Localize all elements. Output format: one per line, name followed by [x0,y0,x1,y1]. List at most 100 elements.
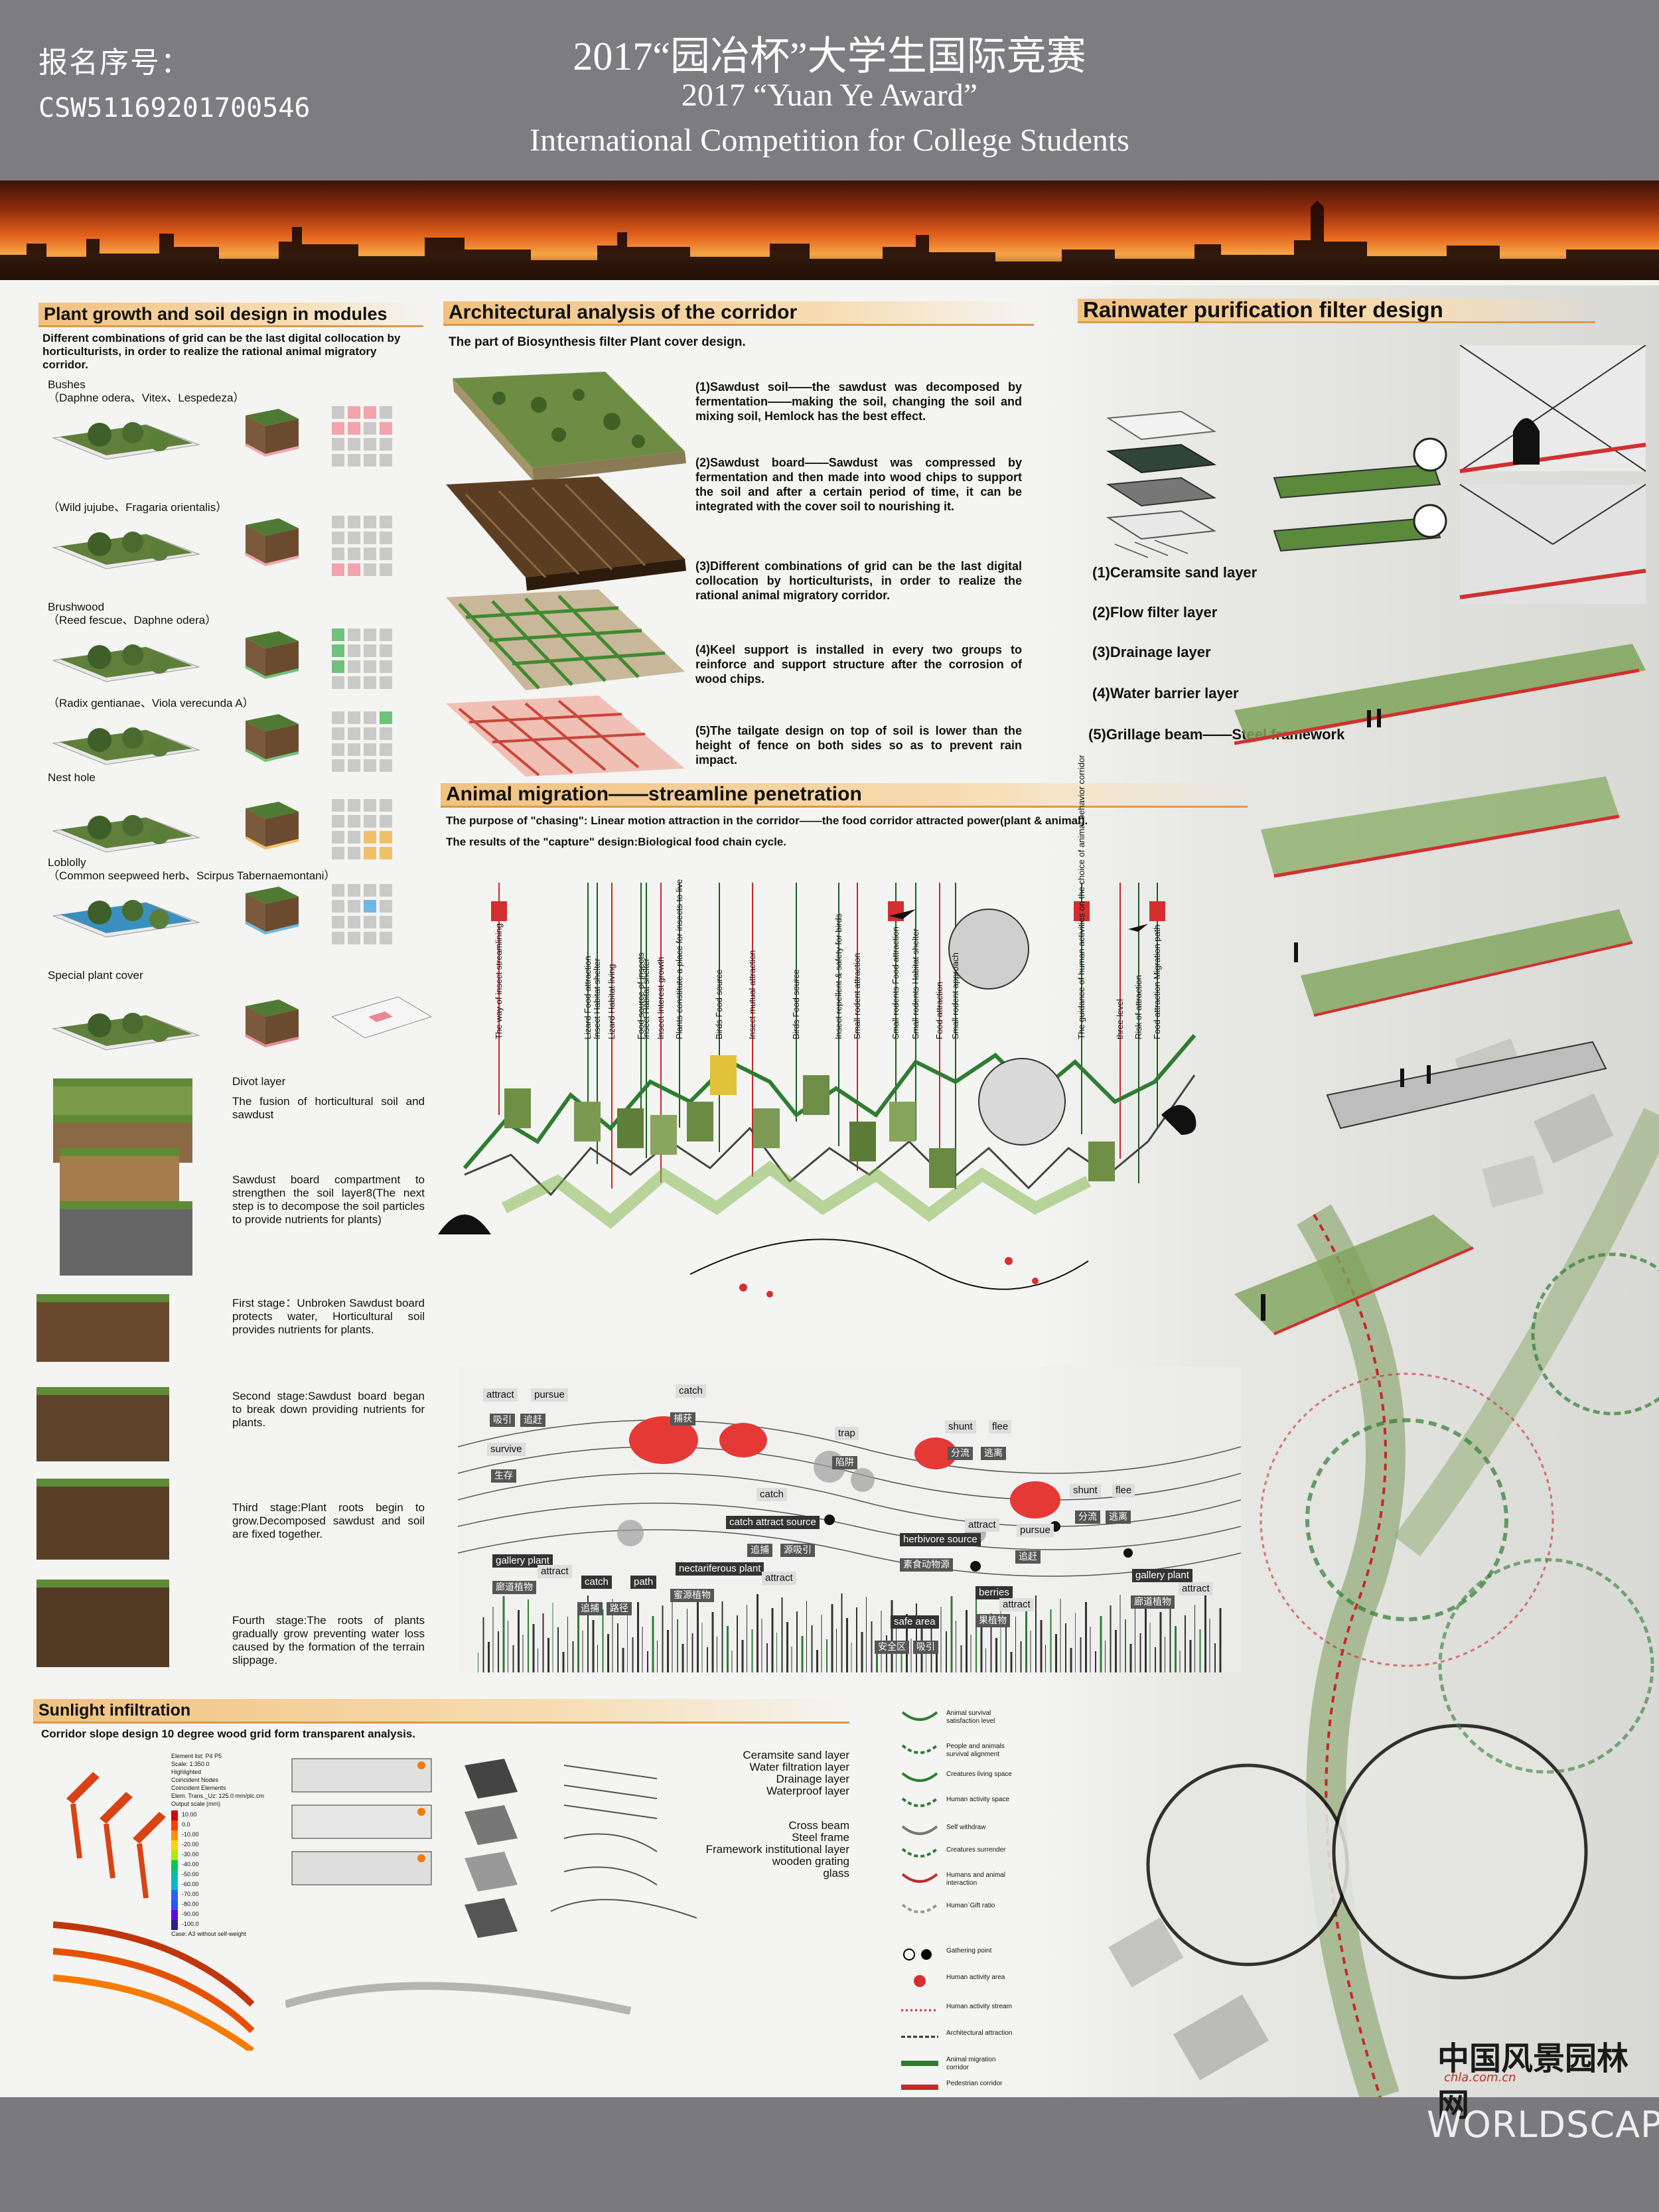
grid-cell [332,932,344,944]
legend-symbol-9 [914,1975,926,1987]
scale-swatch [171,1920,178,1930]
pursuit-tag-attract: attract [999,1598,1034,1611]
grid-cell [348,759,360,772]
analysis-line-0: Element list: P4 P5 [171,1753,222,1759]
grid-cell [364,900,376,913]
legend-symbol-2 [901,1772,938,1782]
grid-cell [364,711,376,724]
filter-layer-stack [1106,410,1217,558]
grid-cell [348,847,360,859]
module-cube-1 [245,518,299,567]
soil-stage-text-3: First stage：Unbroken Sawdust board prote… [232,1297,425,1336]
grid-cell [380,847,392,859]
legend-label-3: Human activity space [946,1796,1010,1803]
pursuit-diagram [458,1367,1241,1672]
module-slab-1 [52,532,200,569]
pursuit-tag-cn-survive: 生存 [491,1469,516,1483]
scale-swatch [171,1880,178,1890]
grid-cell [380,454,392,467]
scale-value-0: 10.00 [182,1811,197,1818]
module-cube-6 [245,999,299,1048]
pursuit-tag-cn-nectar: 蜜源植物 [670,1589,714,1602]
grid-cell [380,438,392,451]
pursuit-tag-attract: attract [483,1388,518,1402]
grid-cell [380,532,392,544]
plant-section-title: Plant growth and soil design in modules [44,304,388,324]
vertical-label-0: The way of insect streamlining [494,923,504,1039]
pursuit-tag-flee: flee [1112,1484,1135,1497]
pursuit-tag-trap: trap [835,1427,859,1440]
pursuit-tag-cn-catch: 捕获 [670,1412,695,1426]
vegetation-density-bars [478,1593,1222,1672]
grid-cell [380,799,392,812]
module-label-4: Nest hole [48,771,96,784]
module-cube-2 [245,631,299,680]
scale-value-5: -40.00 [182,1861,199,1868]
registration-label: 报名序号： [38,46,191,80]
grid-cell [332,759,344,772]
analysis-line-2: Highlighted [171,1769,202,1775]
grid-cell [364,548,376,560]
grid-cell [348,454,360,467]
pursuit-tag-shunt: shunt [1070,1484,1101,1497]
pursuit-tag-cn-berries: 果植物 [975,1614,1010,1627]
module-label-2: Brushwood [48,601,105,613]
module-slab-5 [52,900,200,938]
grid-cell [364,759,376,772]
grid-cell [364,644,376,657]
legend-label-6: Humans and animal interaction [946,1872,1005,1887]
module-grid-4 [332,799,393,860]
grid-cell [364,815,376,828]
grid-cell [380,711,392,724]
vertical-label-9: Insect mutual attraction [747,950,757,1039]
pursuit-tag-cn-path: 路径 [607,1602,632,1615]
sunlight-section-title: Sunlight infiltration [38,1701,191,1720]
grid-cell [380,422,392,435]
legend-symbol-11 [901,2035,938,2038]
analysis-line-6: Output scale (mm) [171,1801,221,1807]
grid-cell [332,628,344,641]
grid-cell [332,884,344,897]
legend-symbol-12 [901,2061,938,2066]
grid-cell [348,743,360,756]
module-slab-6 [52,1013,200,1051]
soil-stage-text-2: Sawdust board compartment to strengthen … [232,1173,425,1226]
pursuit-tag-survive: survive [487,1443,526,1456]
grid-cell [332,454,344,467]
grid-cell [364,660,376,673]
grid-cell [332,743,344,756]
grid-cell [348,831,360,844]
vertical-label-14: Small rodents Habitat shelter [910,928,920,1039]
pursuit-tag-cn-shunt: 分流 [948,1447,973,1460]
pursuit-tag-safe-area: safe area [891,1615,939,1629]
soil-stage-image-5 [36,1387,169,1461]
grid-cell [364,563,376,576]
vertical-label-13: Small rodents Food attraction [891,926,901,1039]
legend-symbol-3 [901,1797,938,1807]
vertical-label-3: Lizard Habitat living [607,964,616,1039]
scale-swatch [171,1850,178,1860]
pursuit-tag-cn-attract: 吸引 [913,1641,938,1654]
grid-cell [348,916,360,928]
pursuit-tag-cn-gallery: 廊道植物 [1131,1595,1175,1609]
grid-cell [348,438,360,451]
grid-cell [364,676,376,689]
grid-cell [348,548,360,560]
grid-cell [332,563,344,576]
legend-label-2: Creatures living space [946,1771,1012,1778]
grid-cell [332,847,344,859]
scale-swatch [171,1830,178,1840]
pursuit-tag-gallery-plant: gallery plant [492,1554,553,1568]
legend-label-1: People and animals survival alignment [946,1743,1005,1758]
corridor-point-5: (5)The tailgate design on top of soil is… [695,724,1022,767]
rain-layer-4: (4)Water barrier layer [1092,685,1239,701]
pursuit-tag-catch: catch [757,1488,787,1501]
grid-cell [380,831,392,844]
soil-stage-text-1: The fusion of horticultural soil and saw… [232,1095,425,1121]
module-grid-6 [330,996,433,1058]
legend-label-7: Human`Gift ratio [946,1902,995,1909]
pursuit-tag-attract: attract [762,1572,796,1585]
grid-cell [332,644,344,657]
analysis-line-4: Coincident Elements [171,1785,226,1791]
analysis-footer: Case: A3 without self-weight [171,1931,247,1937]
